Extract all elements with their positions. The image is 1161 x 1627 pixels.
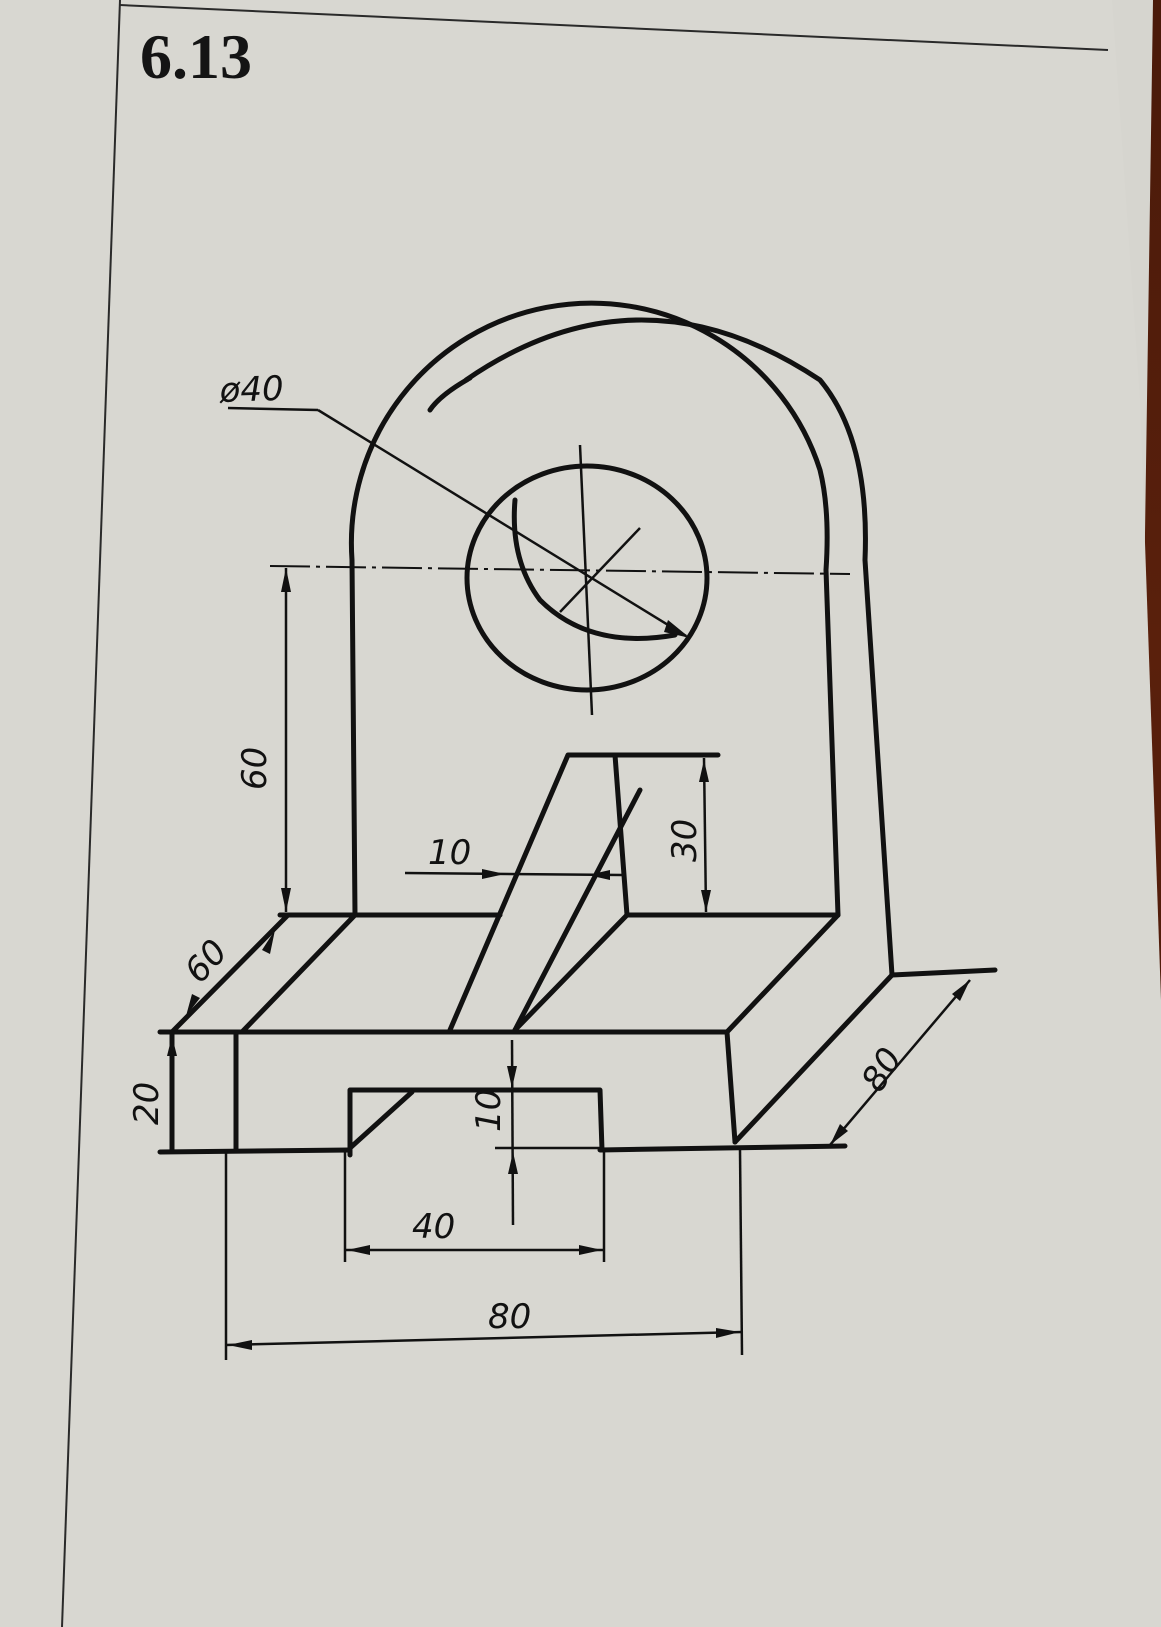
upright-plate	[348, 300, 895, 978]
dimension-base-side-width: 80	[829, 979, 971, 1146]
dim-label-rib-height: 30	[665, 819, 705, 862]
center-lines	[269, 444, 851, 716]
rib	[447, 752, 841, 1033]
dim-label-base-width: 80	[488, 1297, 531, 1337]
dim-label-base-side-width: 80	[854, 1041, 911, 1099]
base-slot	[347, 1087, 605, 1158]
dimension-rib-height: 30	[665, 757, 711, 913]
dim-label-slot-width: 40	[412, 1207, 455, 1247]
page-frame	[61, 0, 1109, 1627]
dimension-slot-width: 40	[343, 1150, 606, 1262]
dimension-base-height: 20	[127, 1036, 177, 1125]
dim-label-hole-diameter: ø40	[218, 369, 284, 411]
dim-label-slot-depth: 10	[469, 1089, 509, 1132]
dimension-slot-depth: 10	[469, 1039, 600, 1226]
dimension-rib-thickness: 10	[404, 833, 623, 880]
exercise-number: 6.13	[140, 21, 252, 92]
dim-label-base-depth: 60	[177, 932, 236, 991]
dimension-center-height: 60	[235, 568, 291, 912]
dimension-base-width: 80	[224, 1149, 744, 1360]
base-block	[157, 912, 998, 1155]
dimension-diameter: ø40	[218, 369, 690, 638]
dim-label-base-height: 20	[127, 1082, 167, 1125]
hole	[464, 463, 710, 693]
dim-label-center-height: 60	[235, 747, 275, 790]
dim-label-rib-thickness: 10	[428, 833, 471, 873]
